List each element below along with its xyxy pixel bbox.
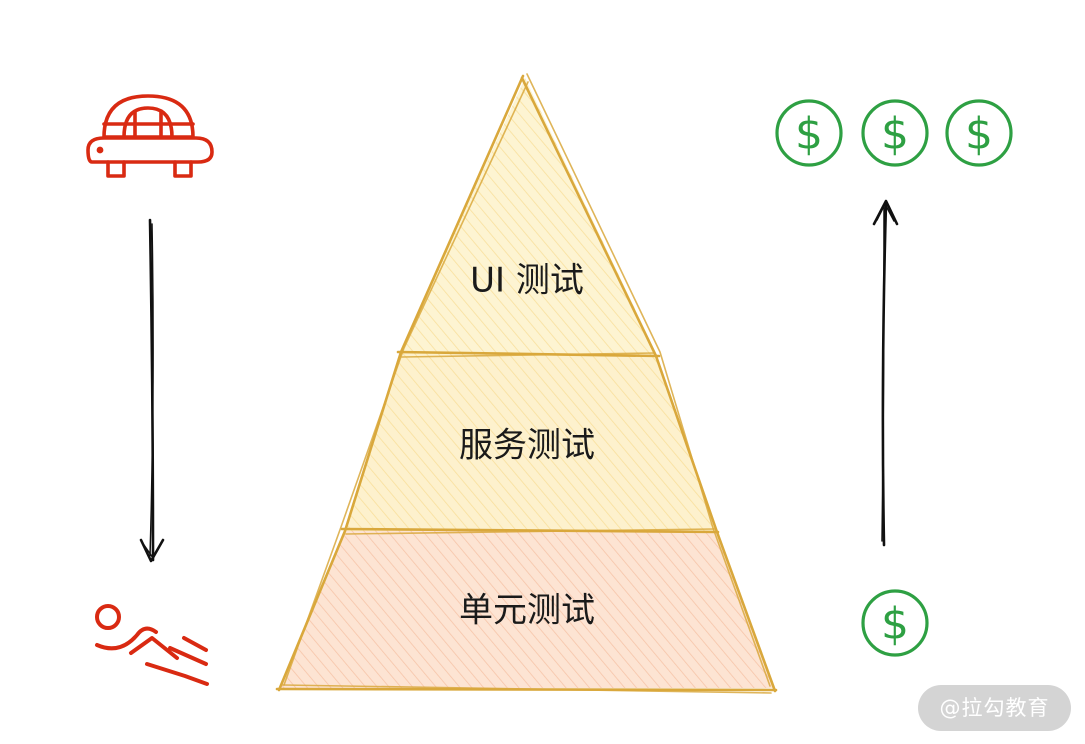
dollar-coin-icon: $	[775, 99, 843, 167]
pyramid-outline	[275, 73, 778, 694]
dollar-coin-icon: $	[861, 99, 929, 167]
dollar-symbol: $	[795, 109, 823, 160]
arrow-up-icon	[872, 199, 899, 547]
tier-label-service: 服务测试	[459, 426, 595, 466]
running-person-icon	[95, 604, 209, 686]
dollar-symbol: $	[881, 109, 909, 160]
pyramid-tier-ui: UI 测试	[400, 78, 657, 355]
dollar-coin-icon: $	[945, 99, 1013, 167]
pyramid-tier-unit: 单元测试	[280, 531, 773, 688]
dollar-coin-icon: $	[861, 589, 929, 657]
dollar-symbol: $	[965, 109, 993, 160]
dollar-symbol: $	[881, 599, 909, 650]
tier-label-ui: UI 测试	[470, 261, 584, 301]
arrow-down-icon	[139, 218, 165, 563]
turtle-icon	[86, 94, 214, 178]
tier-label-unit: 单元测试	[459, 591, 595, 631]
pyramid-tier-service: 服务测试	[344, 353, 716, 531]
pyramid: UI 测试 服务测试 单元测试	[275, 73, 778, 694]
watermark: @拉勾教育	[918, 685, 1071, 731]
